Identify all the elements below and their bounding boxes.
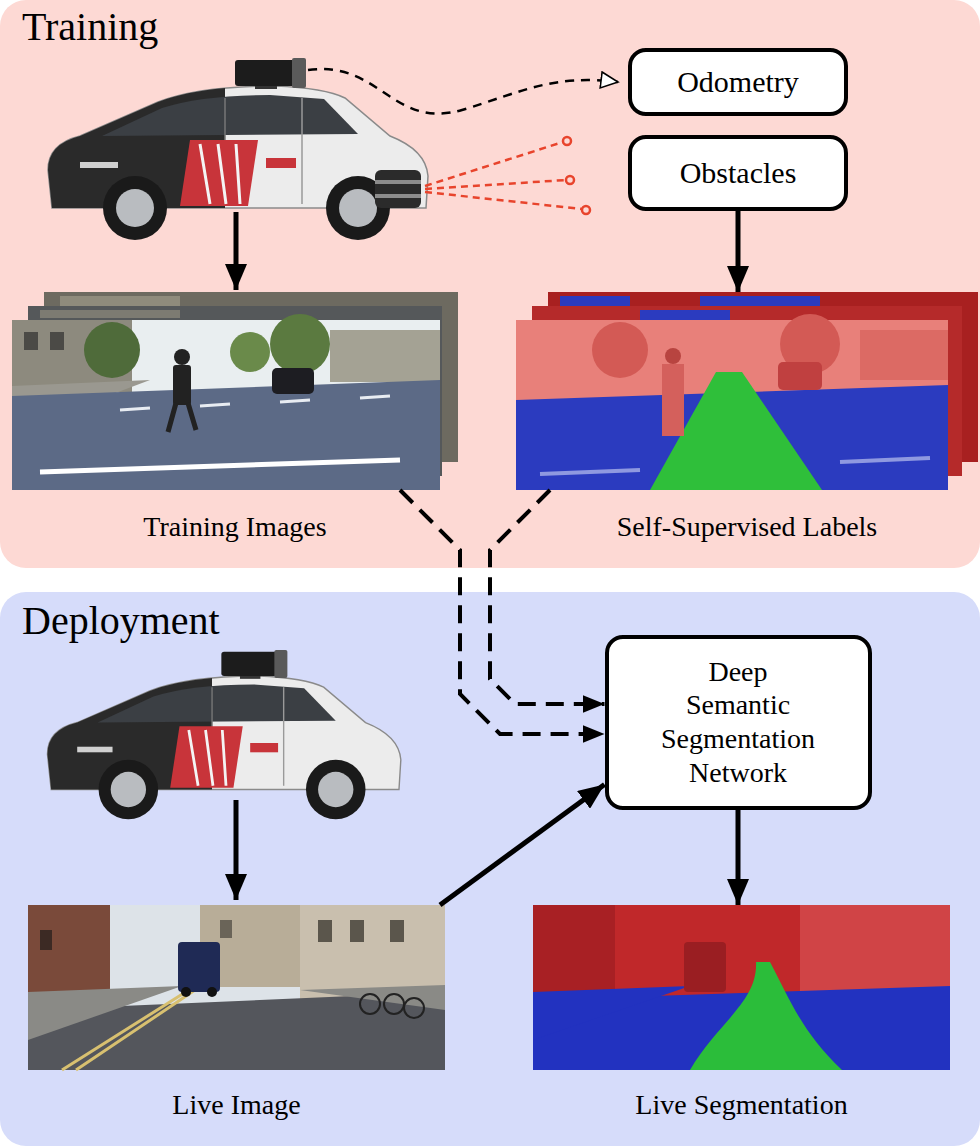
lidar-rays <box>425 137 590 214</box>
lidar-sensor-part <box>375 194 421 198</box>
lidar-sensor <box>375 170 421 208</box>
live-segmentation-photo <box>533 905 950 1070</box>
deployment-panel: DeploymentDeep Semantic Segmentation Net… <box>0 592 980 1146</box>
live-image-photo-part <box>404 998 424 1018</box>
training-images-photo-part <box>270 314 330 374</box>
training-images-photo-part <box>50 332 64 350</box>
image-frame: Live Segmentation <box>533 905 950 1070</box>
training-images-photo-part <box>12 380 440 490</box>
lidar-rays-part <box>425 142 563 186</box>
training-images-photo-part <box>40 460 400 472</box>
capture-arrow <box>236 212 237 290</box>
training-panel: TrainingOdometryObstaclesTraining Images… <box>0 0 980 568</box>
lidar-rays-part <box>563 137 571 145</box>
live-image-photo-part <box>384 994 404 1014</box>
image-caption: Live Segmentation <box>533 1088 950 1122</box>
live-image-photo-part <box>318 920 332 942</box>
labels-photo-part <box>778 362 822 390</box>
training-images-photo-part <box>84 322 140 378</box>
live-image-photo-part <box>40 930 52 950</box>
training-images-photo-part <box>168 403 196 432</box>
live-image-photo-part <box>350 920 364 942</box>
live-image-photo-part <box>207 987 217 997</box>
training-images-photo-part <box>272 368 314 394</box>
odometry-link <box>308 69 618 114</box>
labels-photo-part <box>700 296 820 306</box>
labels-photo-part <box>592 322 648 378</box>
labels-photo-part <box>640 310 730 320</box>
live-image-photo <box>28 905 445 1070</box>
image-frame: Live Image <box>28 905 445 1070</box>
training-images-photo-part <box>12 320 440 490</box>
panel-grounds-part <box>0 0 980 568</box>
lidar-sensor-part <box>375 180 421 184</box>
lidar-rays-part <box>566 176 574 184</box>
training-images-photo-part <box>60 296 180 306</box>
panel-heading: Training <box>22 4 158 50</box>
process-box: Obstacles <box>628 135 848 211</box>
labels-photo-part <box>860 330 948 380</box>
box-label: Deep Semantic Segmentation Network <box>661 655 815 789</box>
image-stack: Training Images <box>12 292 458 490</box>
panel-heading: Deployment <box>22 598 220 644</box>
labels-photo-part <box>540 458 930 474</box>
image-caption: Live Image <box>28 1088 445 1122</box>
process-box: Odometry <box>628 48 848 116</box>
deployment-car <box>47 650 400 819</box>
labels-photo-part <box>516 320 948 490</box>
flow-arrow <box>440 785 605 906</box>
live-image-photo-part <box>28 905 445 1070</box>
live-image-photo-part <box>360 994 380 1014</box>
live-segmentation-photo-part <box>533 905 950 1070</box>
odometry-link-part <box>308 69 618 114</box>
image-stack: Self-Supervised Labels <box>516 292 978 490</box>
flow-arrow <box>736 211 741 292</box>
training-images-photo-part <box>230 332 270 372</box>
lidar-rays-part <box>582 206 590 214</box>
lidar-rays-part <box>425 180 566 189</box>
live-segmentation-photo-part <box>684 942 726 992</box>
live-segmentation-photo-part <box>800 905 950 997</box>
capture-arrow-part <box>234 800 239 900</box>
live-segmentation-photo-part <box>533 986 690 1040</box>
training-images-photo-part <box>330 330 440 382</box>
training-images-photo-part <box>173 365 191 405</box>
live-image-photo-part <box>178 942 220 992</box>
live-image-photo-part <box>220 920 232 938</box>
live-image-photo-part <box>62 988 198 1070</box>
flow-arrow <box>736 810 741 906</box>
training-data-arrow <box>400 490 605 734</box>
lidar-rays-part <box>425 192 582 209</box>
capture-arrow <box>236 800 237 900</box>
lidar-sensor-part <box>375 170 421 208</box>
live-image-photo-part <box>181 987 191 997</box>
labels-photo <box>516 292 978 490</box>
network-box: Deep Semantic Segmentation Network <box>605 635 872 810</box>
training-images-photo-part <box>174 349 190 365</box>
live-image-photo-part <box>390 920 404 942</box>
training-images-photo-part <box>120 396 390 410</box>
deployment-car-part <box>47 650 400 819</box>
training-images-photo-part <box>24 332 38 350</box>
training-images-photo-part <box>40 310 180 318</box>
box-label: Odometry <box>677 64 799 100</box>
training-data-arrow <box>490 490 605 704</box>
training-images-photo <box>12 292 458 490</box>
image-caption: Training Images <box>12 510 458 544</box>
image-caption: Self-Supervised Labels <box>516 510 978 544</box>
labels-photo-part <box>665 348 681 364</box>
labels-photo-part <box>662 364 684 436</box>
capture-arrow-part <box>234 212 239 290</box>
box-label: Obstacles <box>680 155 797 191</box>
